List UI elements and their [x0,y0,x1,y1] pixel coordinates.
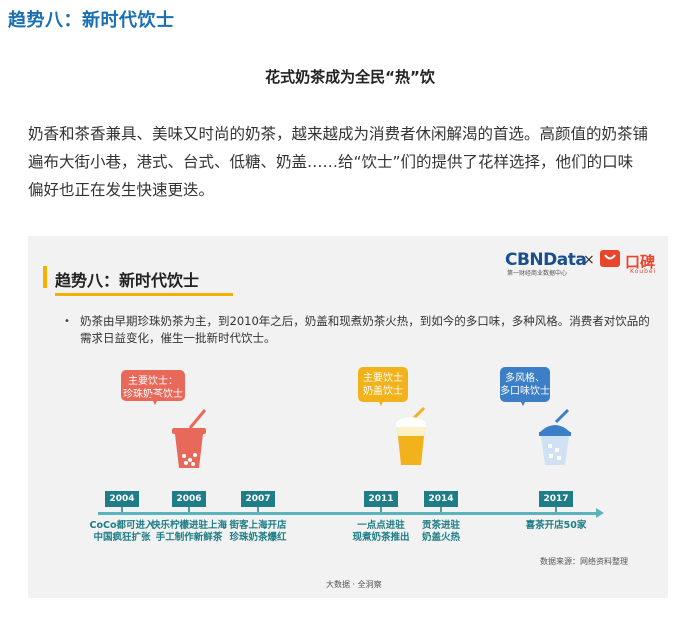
intro-paragraph: 奶香和茶香兼具、美味又时尚的奶茶，越来越成为消费者休闲解渴的首选。高颜值的奶茶铺… [28,120,680,204]
event-line: 中国疯狂扩张 [93,532,151,543]
timeline-event: 快乐柠檬进驻上海 手工制作新鲜茶 [149,520,229,544]
cheese-tea-cup-icon [396,406,426,465]
cbndata-logo: CBNData [505,250,587,270]
bubble-cheese-tea: 主要饮士 奶盖饮士 [358,367,408,402]
title-accent-bar [43,266,47,288]
bullet-line: 需求日益变化，催生一批新时代饮士。 [80,331,276,345]
bubble-tail [518,396,528,406]
koubei-logo-subtitle: Koubei [630,268,657,275]
year-badge: 2004 [105,491,139,507]
timeline-axis [98,512,598,515]
event-line: 手工制作新鲜茶 [155,532,223,543]
paragraph-line: 遍布大街小巷，港式、台式、低糖、奶盖……给“饮士”们的提供了花样选择，他们的口味 [28,153,634,171]
infographic-title: 趋势八：新时代饮士 [55,271,200,290]
bubble-line: 奶盖饮士 [363,386,403,397]
koubei-logo: 口碑 [625,253,656,271]
paragraph-line: 偏好也正在发生快速更迭。 [28,181,215,199]
multi-flavor-cup-icon [539,408,571,465]
bubble-line: 多口味饮士 [500,386,550,397]
year-badge: 2007 [241,491,275,507]
bubble-line: 珍珠奶茶饮士 [123,389,183,400]
timeline-event: 贡茶进驻 奶盖火热 [401,520,481,544]
year-badge: 2006 [172,491,206,507]
koubei-icon [600,250,620,267]
event-line: CoCo都可进入 [89,520,155,531]
event-line: 现煮奶茶推出 [352,532,410,543]
event-line: 街客上海开店 [229,520,287,531]
bubble-line: 多风格、 [505,373,545,384]
data-source: 数据来源：网络资料整理 [540,557,628,566]
event-line: 珍珠奶茶爆红 [229,532,287,543]
event-line: 一点点进驻 [357,520,405,531]
event-line: 贡茶进驻 [421,520,460,531]
year-badge: 2014 [424,491,458,507]
timeline-arrow-icon [596,508,604,518]
year-badge: 2017 [539,491,573,507]
article-subheading: 花式奶茶成为全民“热”饮 [265,68,435,86]
event-line: 快乐柠檬进驻上海 [150,520,227,531]
year-badge: 2011 [364,491,398,507]
bullet-line: 奶茶由早期珍珠奶茶为主，到2010年之后，奶盖和现煮奶茶火热，到如今的多口味，多… [80,314,650,328]
pearl-tea-cup-icon [172,409,207,468]
timeline-event: 一点点进驻 现煮奶茶推出 [341,520,421,544]
bullet-icon: • [64,316,70,327]
bullet-text: 奶茶由早期珍珠奶茶为主，到2010年之后，奶盖和现煮奶茶火热，到如今的多口味，多… [80,313,650,347]
paragraph-line: 奶香和茶香兼具、美味又时尚的奶茶，越来越成为消费者休闲解渴的首选。高颜值的奶茶铺 [28,125,649,143]
timeline-event: 街客上海开店 珍珠奶茶爆红 [218,520,298,544]
title-underline [55,293,233,296]
event-line: 奶盖火热 [421,532,460,543]
bubble-line: 主要饮士 [363,373,403,384]
bubble-tail [376,396,386,406]
logo-separator: × [583,252,595,268]
timeline-event: CoCo都可进入 中国疯狂扩张 [82,520,162,544]
cbndata-logo-subtitle: 第一财经商业数据中心 [507,270,568,277]
section-heading: 趋势八：新时代饮士 [8,10,175,31]
event-line: 喜茶开店50家 [525,520,587,531]
bubble-tail [150,395,160,405]
infographic-footer: 大数据 · 全洞察 [326,580,382,589]
timeline-event: 喜茶开店50家 [516,520,596,532]
bubble-line: 主要饮士： [128,376,178,387]
